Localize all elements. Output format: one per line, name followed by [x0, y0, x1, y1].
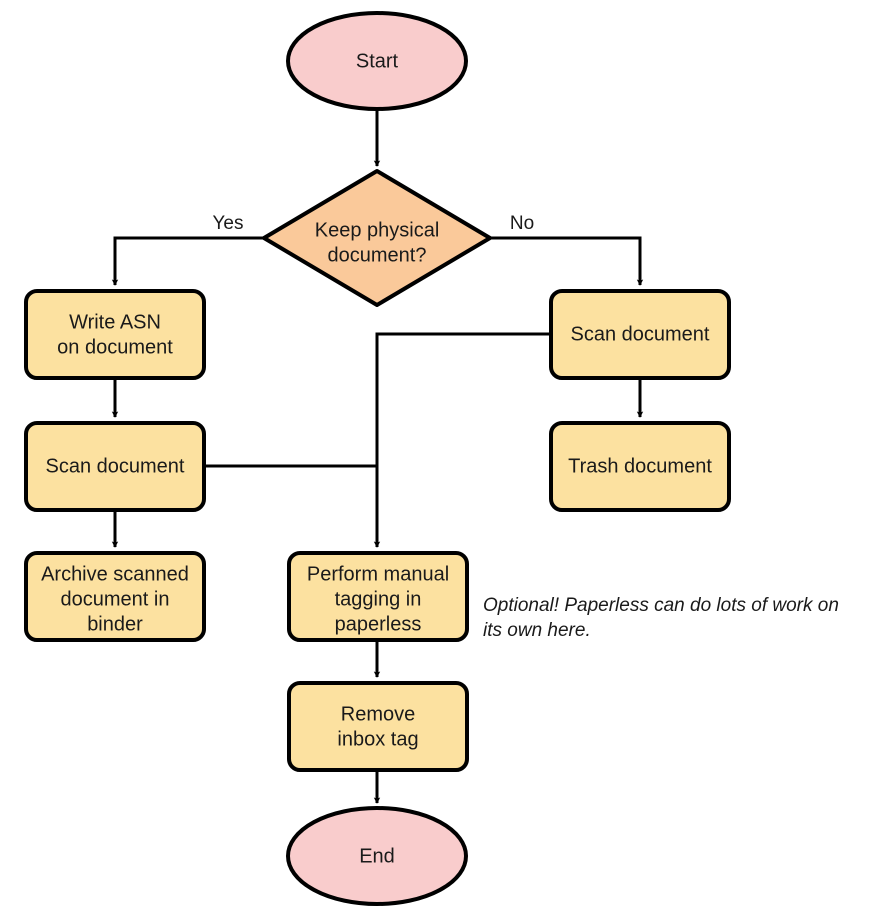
edge-decision-yes-to-write-asn: [111, 236, 264, 286]
node-write-asn-label-line1: Write ASN: [69, 311, 161, 333]
node-trash-shape[interactable]: [549, 421, 731, 512]
node-scan-document-left[interactable]: Scan document: [24, 421, 206, 512]
annotation-line1: Optional! Paperless can do lots of work …: [483, 595, 839, 616]
node-start-shape[interactable]: [286, 11, 468, 111]
edge-layer: [111, 110, 644, 804]
annotation-line2: its own here.: [483, 620, 591, 641]
node-archive-shape[interactable]: [24, 551, 206, 642]
node-write-asn-on-document[interactable]: Write ASN on document: [24, 289, 206, 380]
node-scan-document-right[interactable]: Scan document: [549, 289, 731, 380]
edge-scan-right-to-tagging: [373, 332, 551, 548]
node-archive-label-line3: binder: [87, 613, 143, 635]
node-decision-shape[interactable]: [262, 169, 492, 307]
node-end[interactable]: End: [286, 806, 468, 906]
node-keep-physical-document[interactable]: Keep physical document?: [262, 169, 492, 307]
edge-label-layer: Yes No: [213, 213, 535, 234]
node-perform-manual-tagging[interactable]: Perform manual tagging in paperless: [287, 551, 469, 642]
node-start[interactable]: Start: [286, 11, 468, 111]
node-remove-inbox-label-line1: Remove: [341, 703, 415, 725]
node-end-shape[interactable]: [286, 806, 468, 906]
edge-label-no: No: [510, 213, 534, 234]
node-remove-inbox-shape[interactable]: [287, 681, 469, 772]
edge-decision-no-to-scan-right: [490, 236, 644, 286]
node-archive-scanned-document[interactable]: Archive scanned document in binder: [24, 551, 206, 642]
node-write-asn-shape[interactable]: [24, 289, 206, 380]
node-remove-inbox-label-line2: inbox tag: [337, 728, 418, 750]
edge-label-yes: Yes: [213, 213, 244, 234]
node-layer: Start Keep physical document? Write ASN …: [24, 11, 731, 906]
node-archive-label-line1: Archive scanned: [41, 563, 189, 585]
node-tagging-label-line3: paperless: [335, 613, 422, 635]
node-trash-label: Trash document: [568, 455, 712, 477]
node-tagging-label-line2: tagging in: [335, 588, 422, 610]
node-write-asn-label-line2: on document: [57, 336, 173, 358]
node-decision-label-line1: Keep physical: [315, 219, 440, 241]
annotation-optional-note: Optional! Paperless can do lots of work …: [483, 595, 839, 641]
node-remove-inbox-tag[interactable]: Remove inbox tag: [287, 681, 469, 772]
node-scan-document-left-label: Scan document: [46, 455, 185, 477]
node-trash-document[interactable]: Trash document: [549, 421, 731, 512]
node-tagging-shape[interactable]: [287, 551, 469, 642]
node-scan-document-left-shape[interactable]: [24, 421, 206, 512]
node-start-label: Start: [356, 50, 399, 72]
node-scan-document-right-label: Scan document: [571, 323, 710, 345]
node-scan-document-right-shape[interactable]: [549, 289, 731, 380]
node-end-label: End: [359, 845, 395, 867]
node-tagging-label-line1: Perform manual: [307, 563, 449, 585]
node-decision-label-line2: document?: [328, 244, 427, 266]
node-archive-label-line2: document in: [61, 588, 170, 610]
